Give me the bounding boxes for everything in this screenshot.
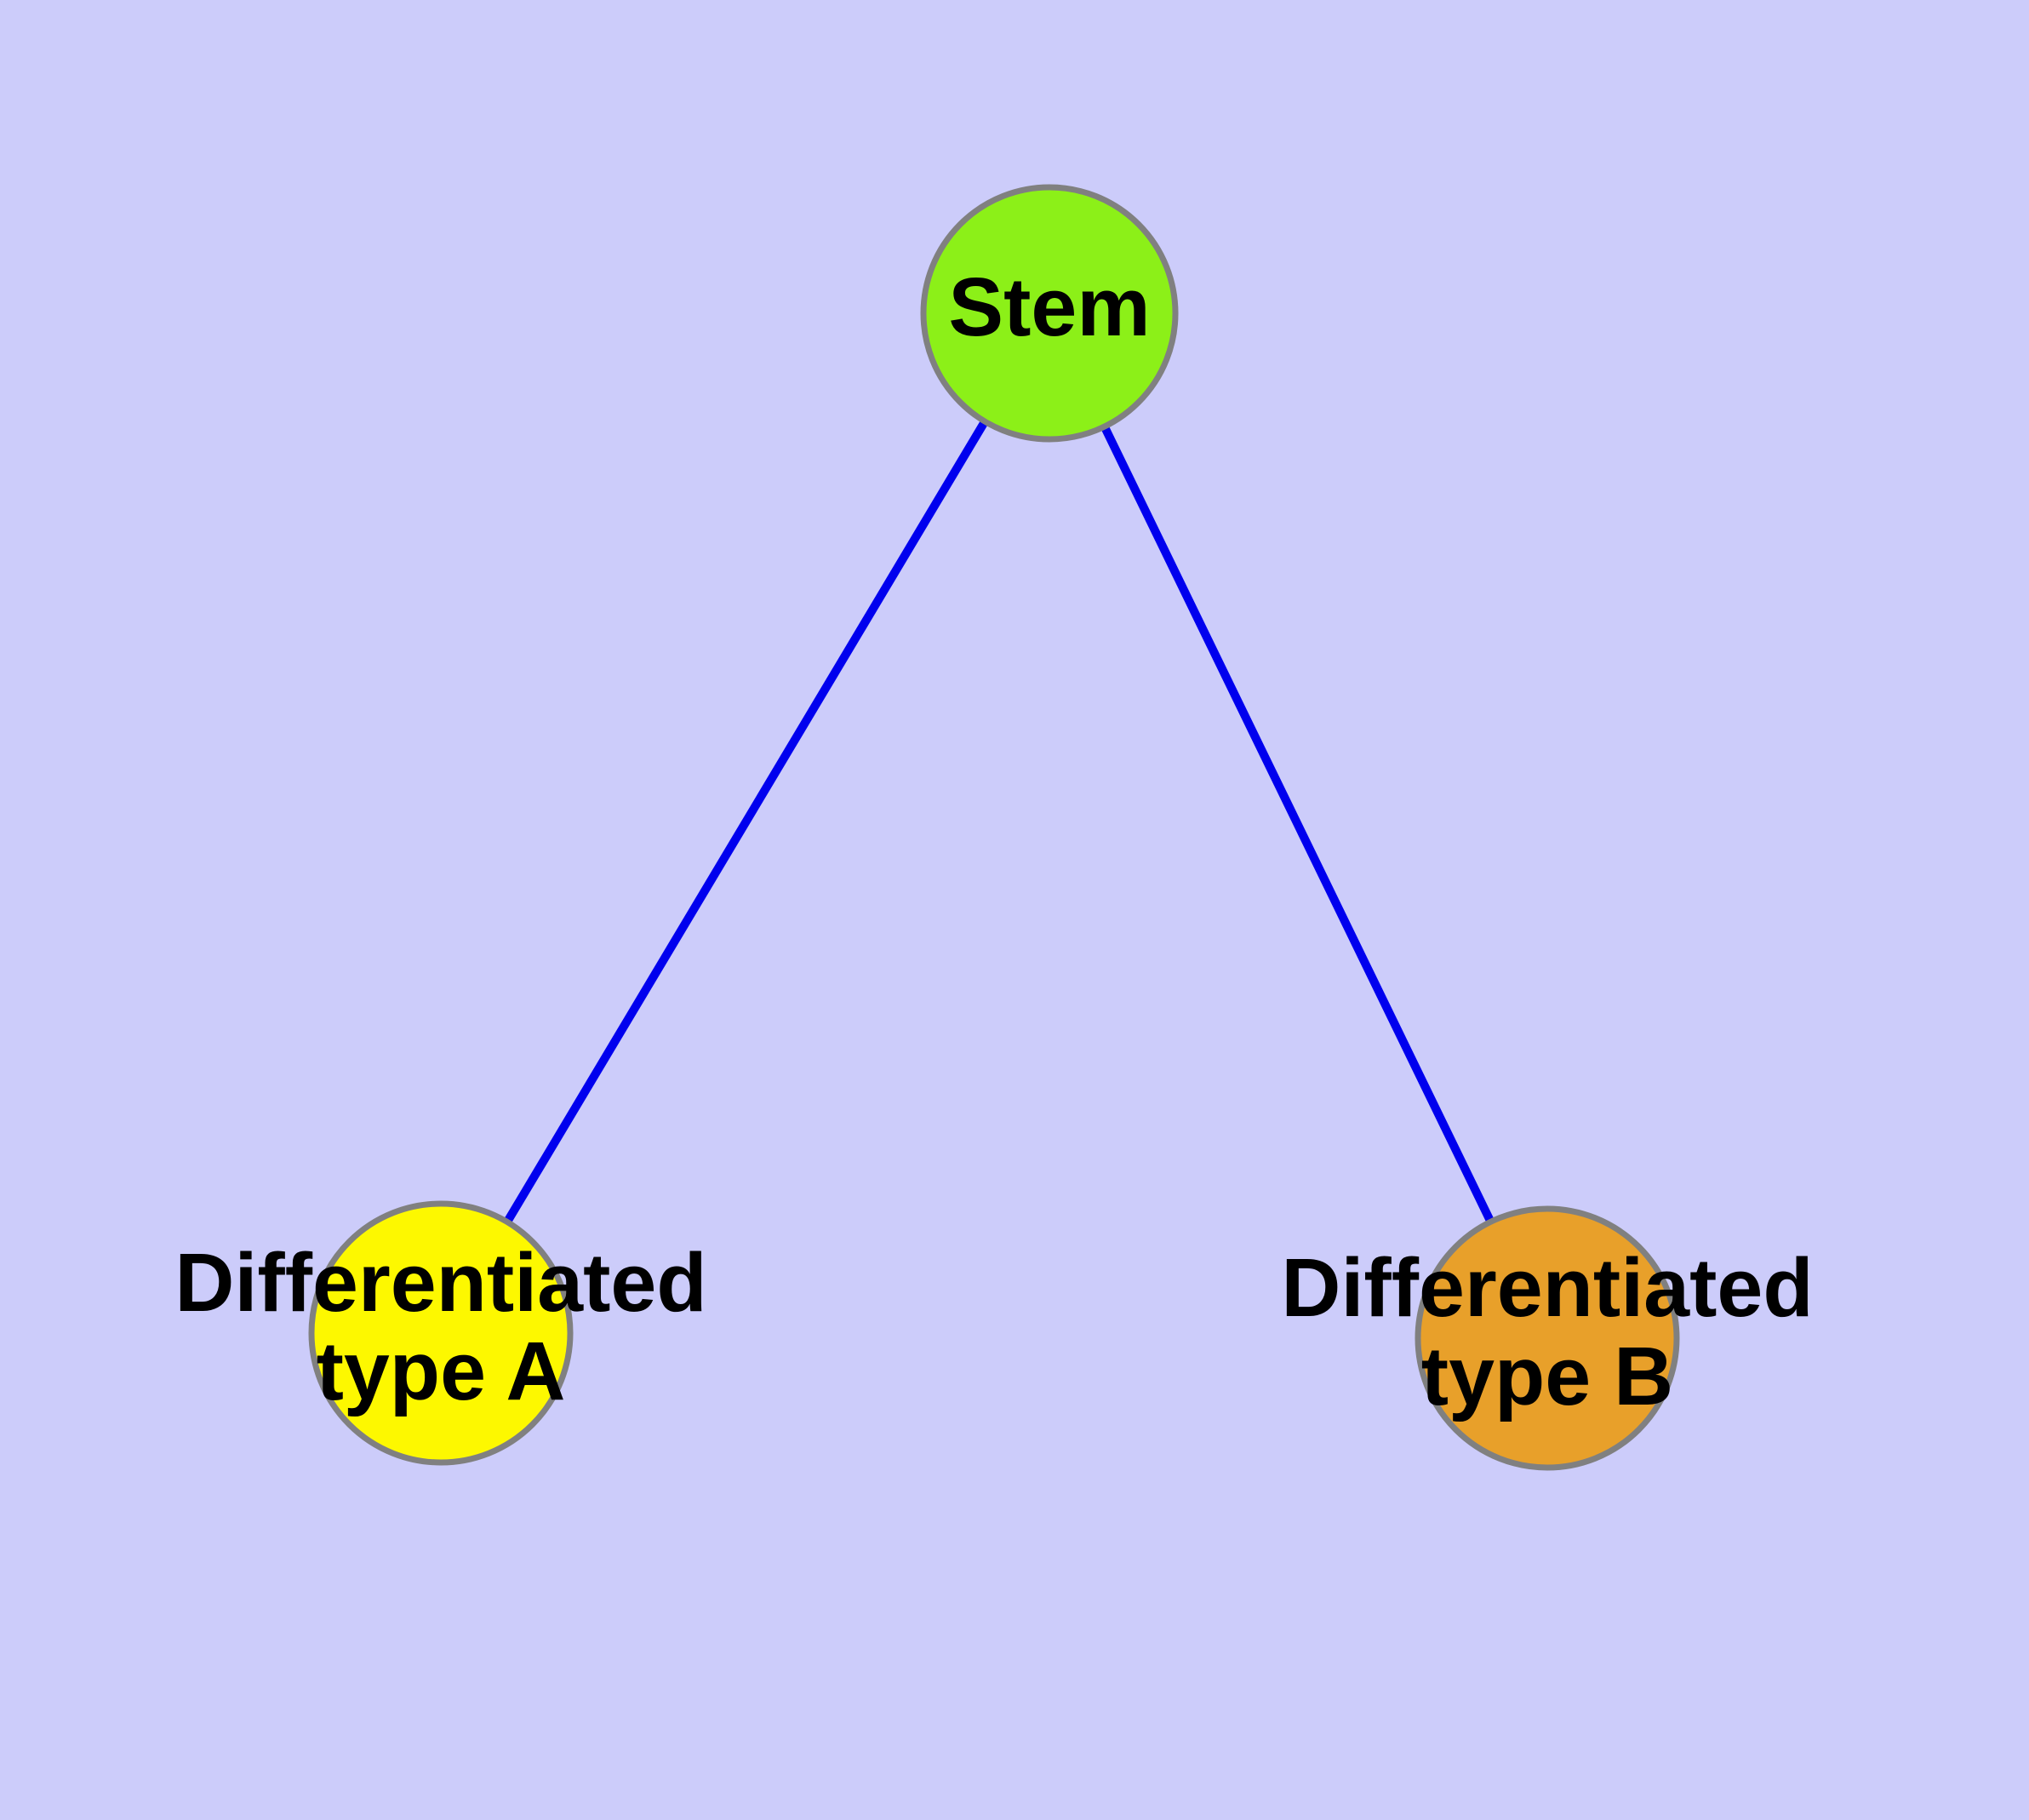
node-differentiated-type-b-circle[interactable] [1415,1205,1680,1471]
edge-stem-differentiated-type-b[interactable] [1100,424,1495,1224]
node-stem-circle[interactable] [920,184,1179,443]
node-stem[interactable]: Stem [920,184,1179,443]
edges-layer [503,419,1495,1225]
edge-stem-differentiated-type-a[interactable] [503,419,989,1225]
node-differentiated-type-a-circle[interactable] [308,1200,574,1466]
node-stem-label: Stem [948,260,1150,353]
